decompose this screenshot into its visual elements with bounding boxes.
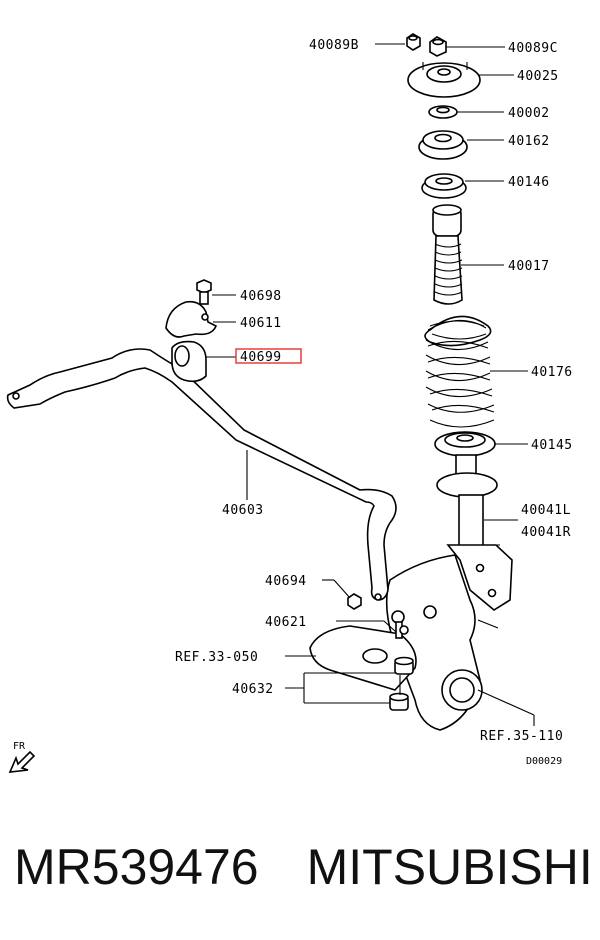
spring-seat-40162 [418,130,468,160]
label-40621: 40621 [265,615,307,630]
bushing-40632-lower [389,692,409,711]
label-40017: 40017 [508,259,550,274]
bolt-40698 [196,279,212,305]
spring-seat-40145 [434,431,496,457]
label-40041l: 40041L [521,503,571,518]
label-40162: 40162 [508,134,550,149]
steering-knuckle [385,554,499,731]
label-40146: 40146 [508,175,550,190]
label-ref-33-050: REF.33-050 [175,650,258,665]
label-40041r: 40041R [521,525,571,540]
coil-spring-40176 [424,315,495,428]
brand-name: MITSUBISHI [306,839,593,895]
label-40698: 40698 [240,289,282,304]
bushing-40699 [171,340,207,383]
front-direction-arrow-icon [8,750,36,773]
label-40089b: 40089B [309,38,359,53]
spring-pad-40146 [421,173,467,199]
nut-40089b [406,33,421,51]
label-40176: 40176 [531,365,573,380]
lower-arm [309,625,417,691]
label-40699: 40699 [240,350,282,365]
diagram-code: D00029 [526,756,562,767]
bushing-40632-upper [394,656,414,675]
label-40694: 40694 [265,574,307,589]
product-caption: MR539476 MITSUBISHI [14,838,594,908]
label-40002: 40002 [508,106,550,121]
label-40632: 40632 [232,682,274,697]
nut-40089c [429,36,447,57]
dust-boot-40017 [432,204,463,305]
label-40603: 40603 [222,503,264,518]
exploded-parts-diagram: 40089B 40089C 40025 40002 40162 40146 40… [6,33,573,773]
highlight-box-40699 [235,348,302,364]
label-40025: 40025 [517,69,559,84]
stabilizer-link-40621 [391,610,409,639]
leader-lines [206,43,535,726]
part-number: MR539476 [14,839,259,895]
label-fr: FR [13,741,26,752]
bearing-40002 [428,105,458,119]
label-40611: 40611 [240,316,282,331]
label-40089c: 40089C [508,41,558,56]
label-ref-35-110: REF.35-110 [480,729,563,744]
nut-40694 [347,593,362,610]
strut-assembly-40041 [436,454,513,611]
stabilizer-bar-40603 [6,348,397,601]
strut-mount-40025 [407,62,481,98]
label-40145: 40145 [531,438,573,453]
bracket-40611 [165,300,218,338]
